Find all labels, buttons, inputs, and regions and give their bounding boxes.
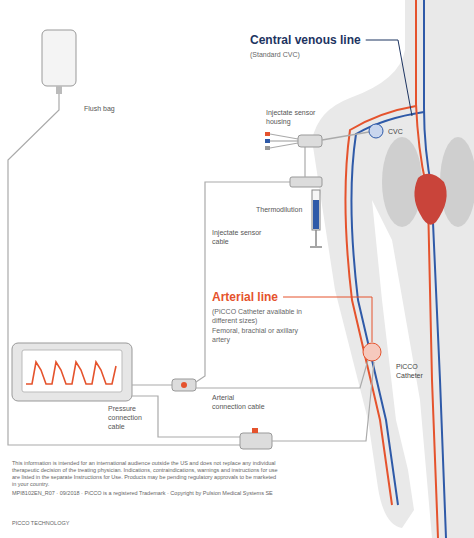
section-title: Arterial line xyxy=(212,289,278,305)
cvc-tube xyxy=(322,132,369,140)
lung xyxy=(382,137,422,227)
disclaimer: This information is intended for an inte… xyxy=(12,460,280,488)
pressure-waveform xyxy=(26,362,116,384)
cvc-insertion xyxy=(369,124,383,138)
leader-line xyxy=(283,297,372,342)
part-label: PiCCO Catheter xyxy=(396,362,430,380)
transducer-valve xyxy=(252,428,258,433)
part-note: Femoral, brachial or axillary artery xyxy=(212,326,312,344)
artery xyxy=(428,200,438,538)
part-note: (Standard CVC) xyxy=(250,50,300,59)
part-note: (PiCCO Catheter available in different s… xyxy=(212,307,312,325)
part-label: Injectate sensor cable xyxy=(212,228,264,246)
syringe-fluid xyxy=(313,200,319,229)
body-silhouette xyxy=(312,0,474,538)
lumen xyxy=(270,140,298,141)
monitor-screen xyxy=(22,350,122,392)
monitor xyxy=(12,343,132,401)
lumen xyxy=(270,134,298,139)
section-title: Central venous line xyxy=(250,32,361,48)
lumens xyxy=(270,134,298,148)
leader-line xyxy=(366,40,412,116)
part-label: CVC xyxy=(388,127,403,136)
transducer xyxy=(240,433,272,449)
injectate-sensor xyxy=(290,177,322,187)
lumen xyxy=(270,143,298,148)
arteries xyxy=(345,0,438,538)
lumen-cap xyxy=(265,146,270,150)
vein xyxy=(432,200,446,538)
flush-bag xyxy=(42,30,76,86)
footer-brand: PICCO TECHNOLOGY xyxy=(12,520,69,527)
part-label: Pressure connection cable xyxy=(108,404,154,431)
lung xyxy=(440,137,474,227)
artery xyxy=(345,106,416,505)
monitor-cable xyxy=(132,384,172,385)
bag-port xyxy=(56,86,62,94)
part-label: Thermodilution xyxy=(256,205,302,214)
vein xyxy=(351,112,424,505)
syringe-barrel xyxy=(312,190,320,230)
part-label: Flush bag xyxy=(84,104,115,113)
arterial-connection-cable xyxy=(196,360,368,388)
heart xyxy=(414,174,446,225)
lumen-cap xyxy=(265,139,270,143)
document-code: MPI8102EN_R07 · 09/2018 · PiCCO is a reg… xyxy=(12,490,312,497)
sensor-link xyxy=(304,147,305,177)
syringe-grip xyxy=(310,246,322,248)
arterial-tube xyxy=(272,362,374,441)
splitter-plug xyxy=(181,382,187,388)
cable-splitter xyxy=(172,379,196,391)
sensor-housing xyxy=(298,135,322,147)
part-label: Injectate sensor housing xyxy=(266,108,326,126)
lumen-cap xyxy=(265,132,270,136)
artery xyxy=(416,0,426,185)
veins xyxy=(351,0,446,538)
picco-insertion xyxy=(363,343,381,361)
syringe-plunger xyxy=(315,230,317,246)
part-label: Arterial connection cable xyxy=(212,393,268,411)
pressure-cable xyxy=(132,396,240,437)
vein xyxy=(424,0,432,190)
